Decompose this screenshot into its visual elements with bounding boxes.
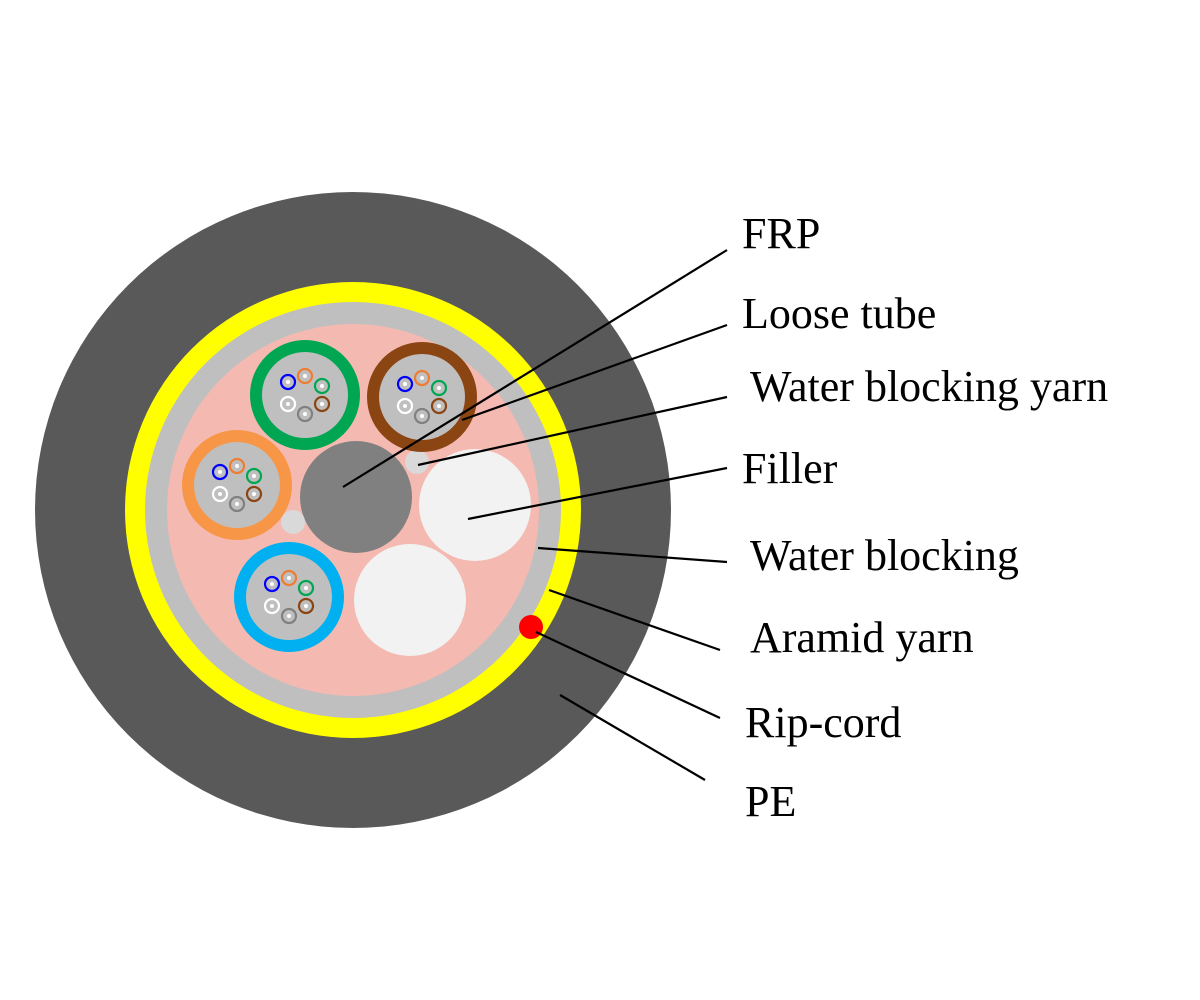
label-water-blocking-yarn: Water blocking yarn	[750, 362, 1108, 411]
fiber-core	[420, 414, 424, 418]
fiber-core	[270, 582, 274, 586]
leader-line-filler	[467, 466, 728, 521]
filler-rod	[354, 544, 466, 656]
label-loose-tube: Loose tube	[742, 289, 936, 338]
label-frp: FRP	[742, 209, 820, 258]
fiber-core	[235, 464, 239, 468]
loose-tube-wall	[250, 340, 360, 450]
fiber-core	[437, 386, 441, 390]
fiber-core	[420, 376, 424, 380]
label-aramid-yarn: Aramid yarn	[750, 613, 974, 662]
filler-rod	[419, 449, 531, 561]
fiber-core	[304, 586, 308, 590]
fiber-core	[252, 492, 256, 496]
leader-line-loose-tube	[461, 323, 728, 422]
water-blocking-yarn-strand	[281, 510, 305, 534]
fiber-core	[218, 470, 222, 474]
fiber-core	[320, 402, 324, 406]
leader-line-water-blocking	[537, 546, 728, 564]
loose-tube-green	[250, 340, 360, 450]
loose-tube-wall	[367, 342, 477, 452]
loose-tube-wall	[182, 430, 292, 540]
fiber-core	[304, 604, 308, 608]
fiber-core	[303, 412, 307, 416]
fiber-core	[235, 502, 239, 506]
fiber-core	[286, 402, 290, 406]
fiber-core	[437, 404, 441, 408]
leader-line-frp	[342, 249, 728, 488]
label-water-blocking: Water blocking	[750, 531, 1019, 580]
water-blocking-yarn-strand	[405, 450, 429, 474]
loose-tube-wall	[234, 542, 344, 652]
loose-tube-blue	[234, 542, 344, 652]
leader-line-aramid-yarn	[548, 588, 721, 652]
leader-line-rip-cord	[535, 631, 721, 719]
fiber-core	[287, 614, 291, 618]
frp-central-member	[300, 441, 412, 553]
fiber-core	[218, 492, 222, 496]
leader-line-water-blocking-yarn	[417, 395, 728, 467]
fiber-core	[287, 576, 291, 580]
label-rip-cord: Rip-cord	[745, 698, 901, 747]
fiber-core	[252, 474, 256, 478]
fiber-core	[403, 382, 407, 386]
leader-line-pe	[559, 694, 706, 781]
fiber-core	[320, 384, 324, 388]
label-pe: PE	[745, 777, 796, 826]
fiber-core	[270, 604, 274, 608]
loose-tube-orange	[182, 430, 292, 540]
fiber-core	[303, 374, 307, 378]
label-filler: Filler	[742, 444, 838, 493]
fiber-core	[286, 380, 290, 384]
fiber-core	[403, 404, 407, 408]
loose-tube-brown	[367, 342, 477, 452]
rip-cord	[519, 615, 543, 639]
